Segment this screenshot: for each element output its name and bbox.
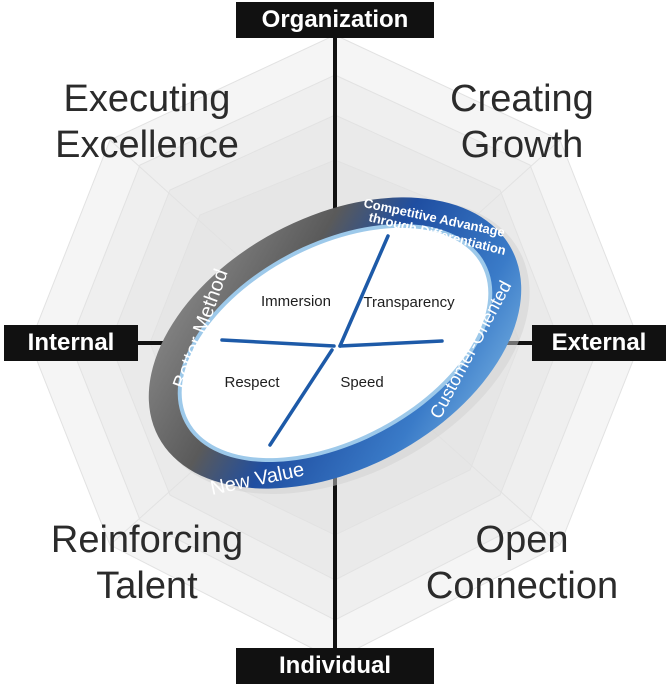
axis-label-internal: Internal (4, 325, 138, 361)
core-value-respect: Respect (224, 374, 280, 391)
ring-inner-white (181, 227, 489, 459)
inner-line-down (268, 348, 334, 447)
quadrant-bottom-right: Open Connection (392, 517, 652, 609)
inner-line-up (338, 234, 390, 348)
axis-label-external: External (532, 325, 666, 361)
core-value-immersion: Immersion (260, 293, 331, 310)
quadrant-top-left-line-1: Executing (63, 78, 231, 120)
inner-value-lines (220, 234, 444, 447)
quadrant-bottom-right-line-1: Open (475, 519, 569, 561)
quadrant-bottom-right-line-2: Connection (425, 565, 619, 607)
axis-label-organization: Organization (236, 2, 434, 38)
quadrant-top-right-line-1: Creating (450, 78, 594, 120)
quadrant-top-left: Executing Excellence (17, 76, 277, 168)
inner-line-left (220, 338, 336, 348)
axis-label-individual: Individual (236, 648, 434, 684)
quadrant-bottom-left-line-1: Reinforcing (50, 519, 244, 561)
quadrant-top-right: Creating Growth (392, 76, 652, 168)
core-value-transparency: Transparency (363, 294, 455, 311)
value-ring (148, 197, 530, 494)
quadrant-top-right-line-2: Growth (460, 124, 584, 166)
quadrant-top-left-line-2: Excellence (55, 124, 239, 166)
quadrant-bottom-left: Reinforcing Talent (17, 517, 277, 609)
quadrant-bottom-left-line-2: Talent (96, 565, 198, 607)
core-value-speed: Speed (340, 374, 384, 391)
inner-line-right (338, 339, 444, 348)
